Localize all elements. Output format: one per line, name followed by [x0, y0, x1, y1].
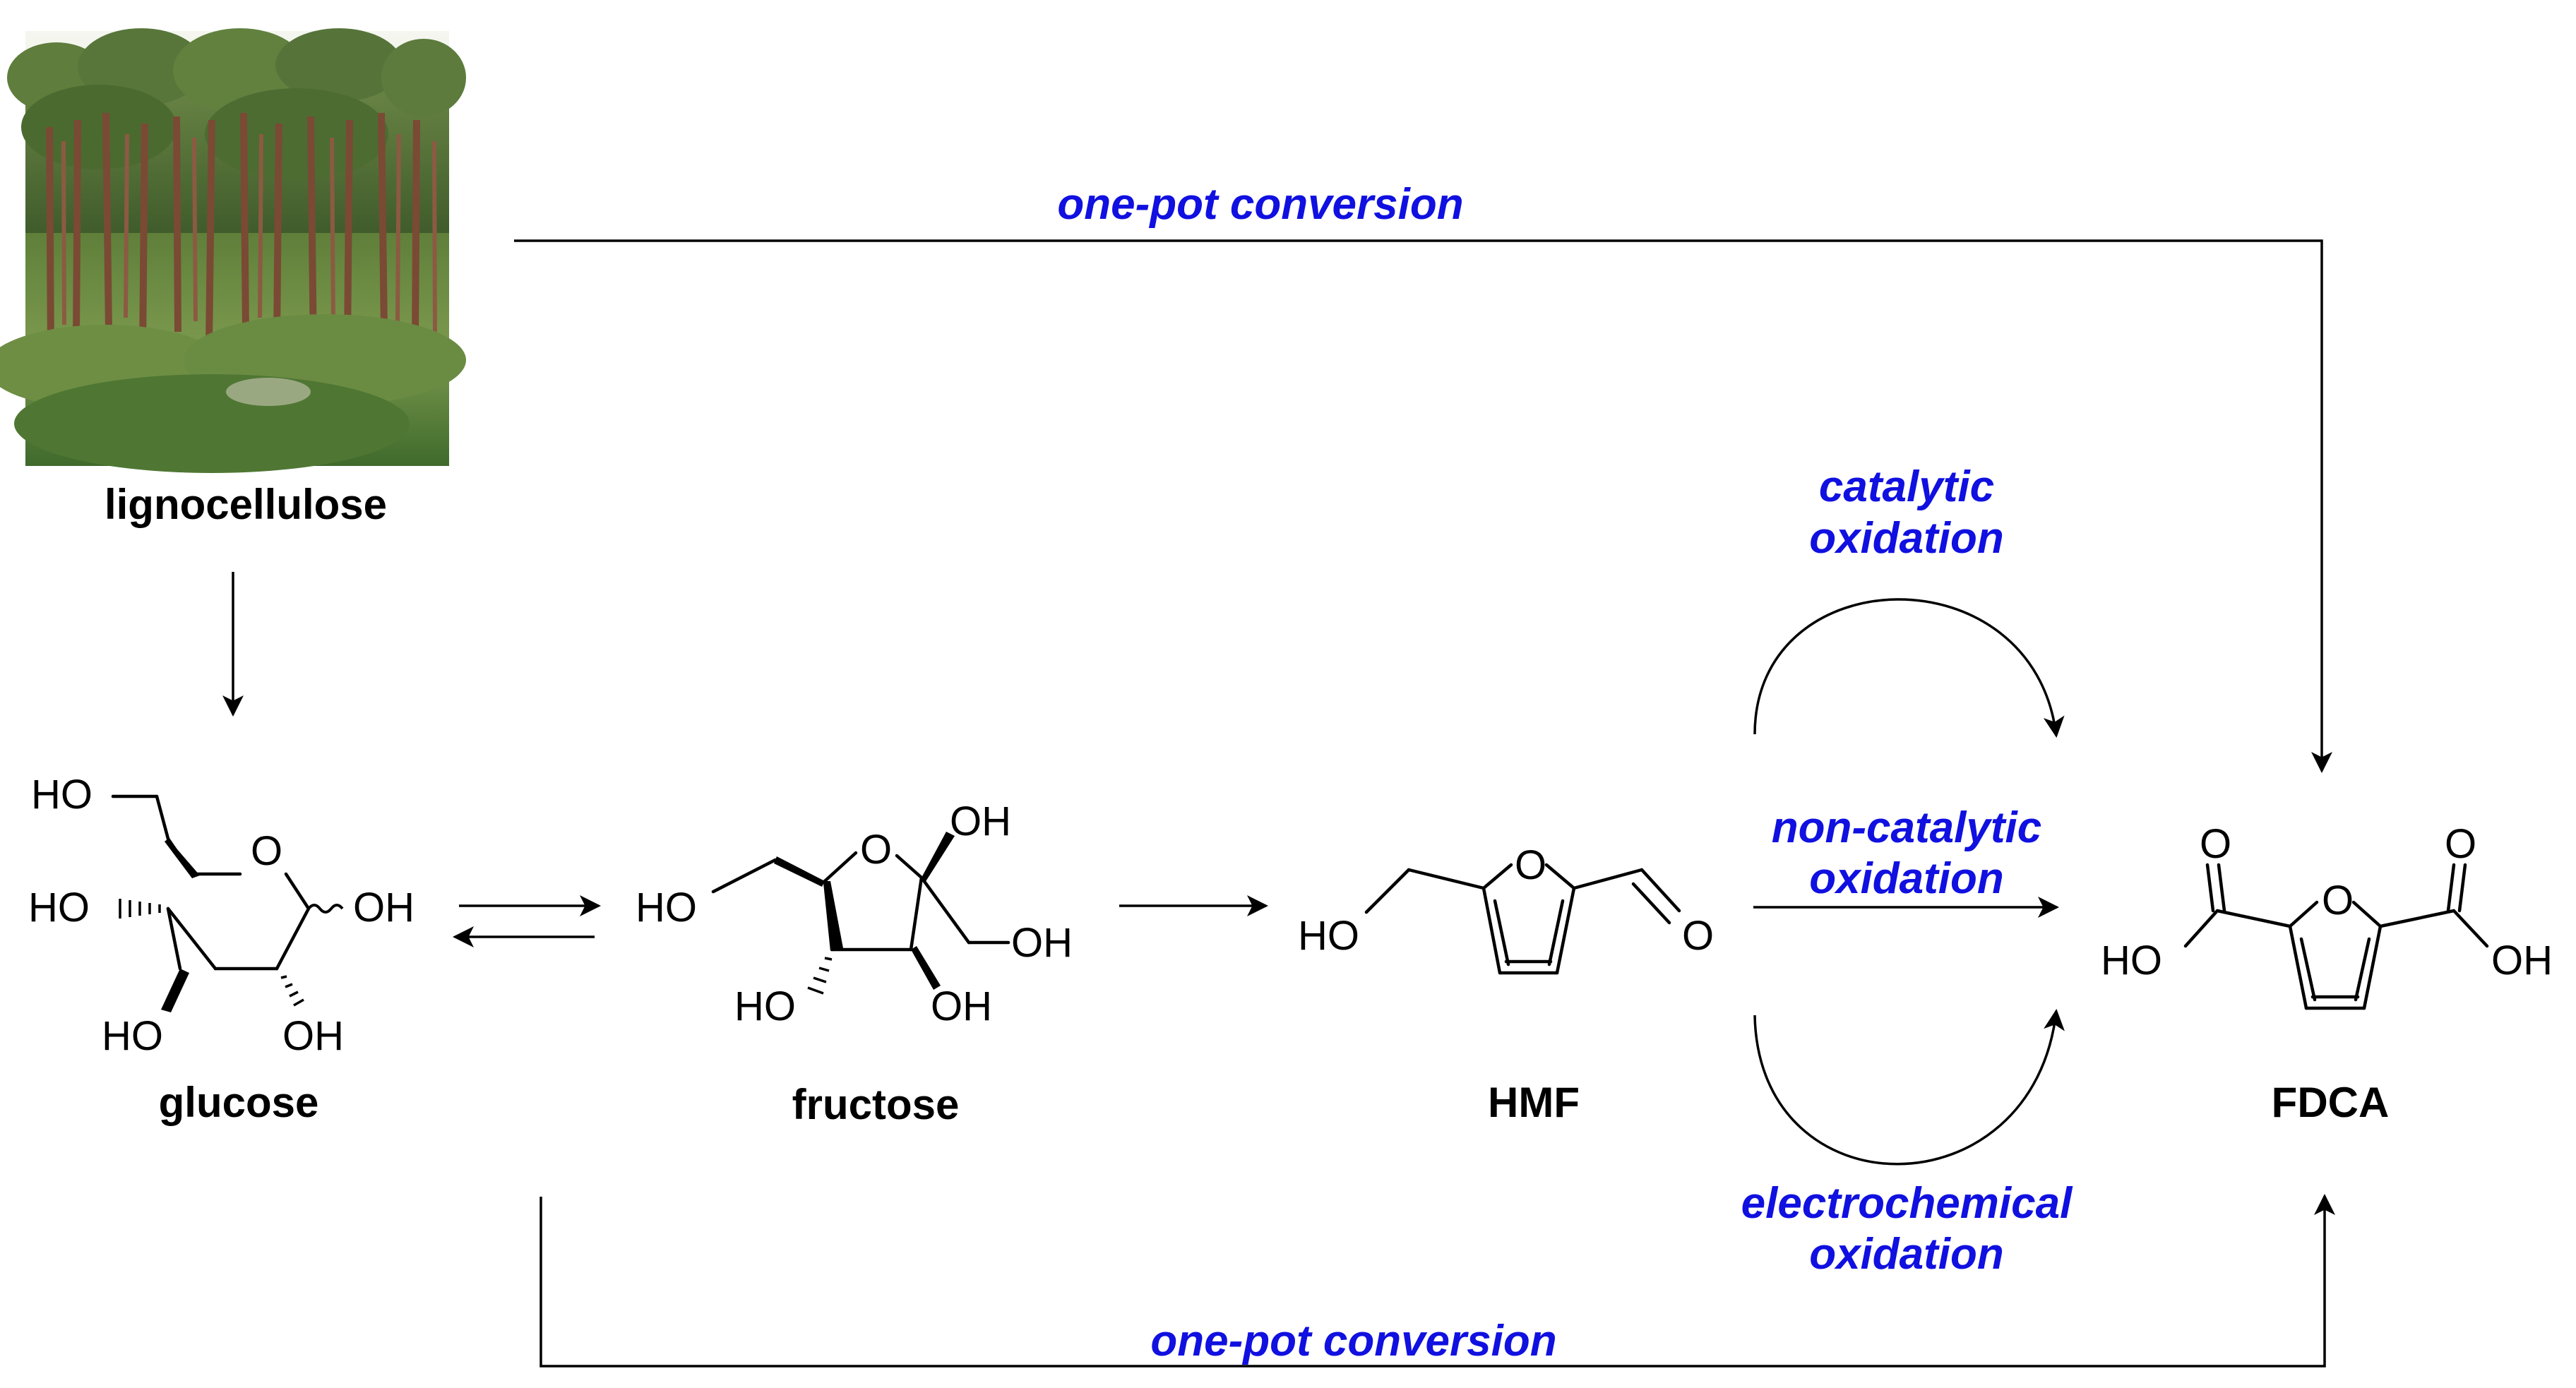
catalytic-label-line2: oxidation [1809, 514, 2004, 563]
glucose-c6-ho: HO [31, 772, 93, 818]
noncatalytic-label-line2: oxidation [1809, 854, 2004, 903]
arrow-bottom-one-pot [539, 1194, 2335, 1368]
glucose-c2-oh: OH [282, 1013, 344, 1059]
fructose-c2-oh: OH [950, 798, 1011, 844]
arrow-electrochemical-oxidation [1753, 1009, 2065, 1166]
glucose-c3-ho: HO [102, 1013, 163, 1059]
fdca-right-oh: OH [2491, 938, 2553, 983]
arrow-top-one-pot [514, 239, 2332, 773]
bottom-route-label: one-pot conversion [1150, 1317, 1556, 1365]
noncatalytic-label-line1: non-catalytic [1772, 803, 2041, 852]
hmf-ring-o: O [1515, 842, 1546, 888]
fructose-ring-o: O [860, 827, 892, 873]
top-route-label: one-pot conversion [1057, 180, 1463, 229]
hmf-structure: O HO O [1298, 842, 1714, 975]
fructose-c6-ho: HO [636, 885, 697, 931]
glucose-c4-ho: HO [28, 885, 90, 931]
fructose-c4-oh: OH [931, 983, 992, 1029]
fdca-structure: O O O HO OH [2101, 821, 2553, 1010]
fdca-ring-o: O [2322, 878, 2354, 923]
fructose-structure: O OH HO OH HO OH [636, 798, 1073, 1029]
fdca-left-ho: HO [2101, 938, 2162, 983]
fdca-right-carbonyl-o: O [2445, 821, 2476, 867]
fdca-left-carbonyl-o: O [2200, 821, 2231, 867]
arrows [222, 239, 2335, 1368]
fructose-label: fructose [792, 1081, 960, 1128]
electrochemical-label-line1: electrochemical [1741, 1179, 2073, 1228]
arrow-catalytic-oxidation [1753, 598, 2065, 738]
glucose-label: glucose [159, 1079, 319, 1126]
glucose-structure: HO O HO OH HO OH [28, 772, 415, 1059]
electrochemical-label-line2: oxidation [1809, 1230, 2004, 1279]
fructose-c3-ho: HO [734, 983, 796, 1029]
glucose-ring-o: O [251, 828, 282, 874]
fdca-label: FDCA [2272, 1079, 2390, 1126]
lignocellulose-label: lignocellulose [105, 481, 387, 528]
hmf-ho: HO [1298, 913, 1359, 959]
hmf-label: HMF [1488, 1079, 1580, 1126]
hmf-aldehyde-o: O [1682, 913, 1714, 959]
lignocellulose-image [0, 28, 466, 473]
glucose-c1-oh: OH [353, 885, 415, 931]
catalytic-label-line1: catalytic [1819, 462, 1994, 511]
fructose-c1-oh: OH [1011, 920, 1073, 966]
